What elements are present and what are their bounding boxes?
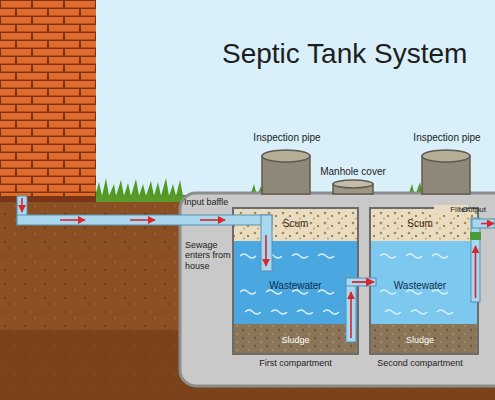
layer-label: Scum (233, 218, 358, 229)
layer-label: Sludge (233, 336, 358, 346)
layer-label: Wastewater (233, 280, 358, 291)
layer-label: Sludge (370, 336, 470, 346)
flow-arrow (352, 281, 374, 283)
baffle-label: Input baffle (184, 197, 256, 207)
pipe-label: Inspection pipe (244, 132, 330, 144)
layer-label: Wastewater (370, 280, 470, 291)
tank-compartment: ScumWastewaterSludgeFirst compartment (233, 208, 358, 372)
layer-label: Scum (370, 218, 470, 229)
inflow-label: Sewage enters from house (185, 240, 231, 271)
cover-label: Manhole cover (312, 166, 394, 178)
tank-compartment: ScumWastewaterSludgeSecond compartment (370, 208, 470, 372)
output-label: Output (462, 205, 495, 214)
compartment-label: Second compartment (370, 359, 470, 369)
compartment-label: First compartment (233, 359, 358, 369)
pipe-label: Inspection pipe (404, 132, 490, 144)
diagram-title: Septic Tank System (222, 38, 467, 70)
